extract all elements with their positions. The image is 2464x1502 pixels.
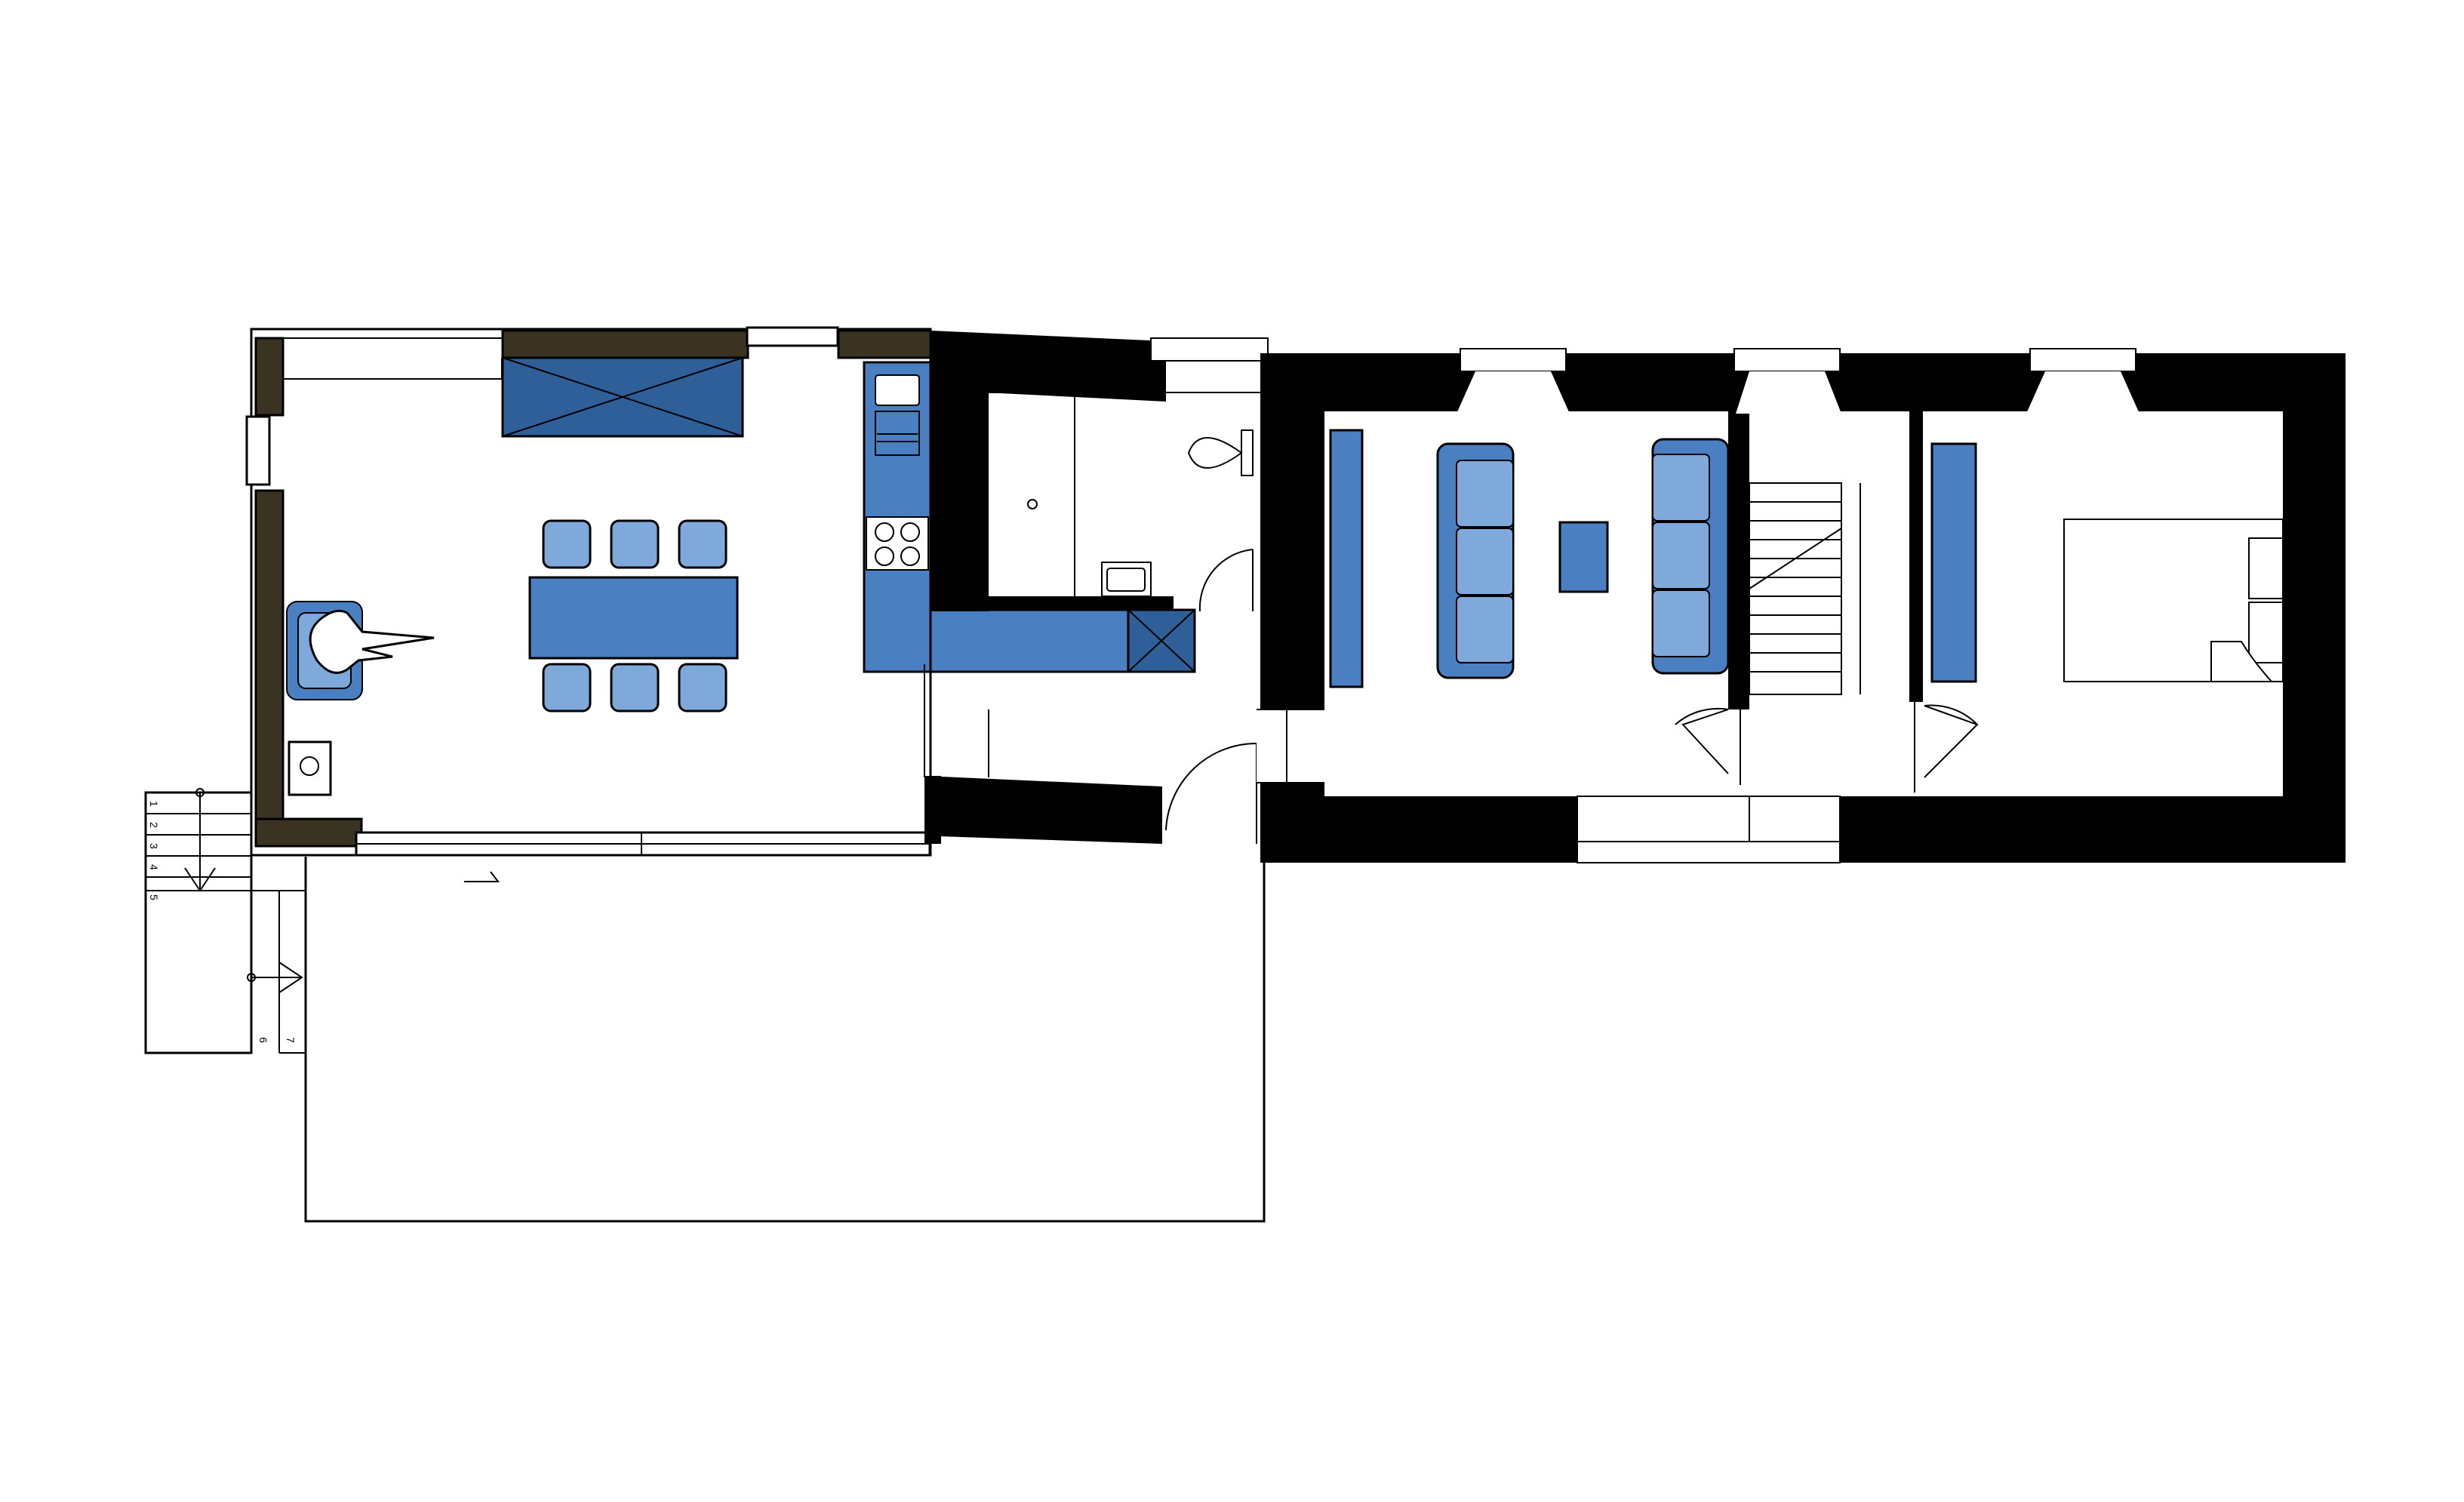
cooktop-icon xyxy=(866,516,929,571)
openings xyxy=(1257,702,1979,863)
kitchen-counter xyxy=(863,361,932,673)
step-label-2: 2 xyxy=(148,822,160,828)
bench xyxy=(1930,442,1977,683)
step-label-5: 5 xyxy=(148,894,160,900)
dining-chair xyxy=(678,519,728,569)
coffee-table xyxy=(1558,521,1609,593)
step-label-7: 7 xyxy=(285,1037,297,1043)
interior-stair xyxy=(1749,482,1861,695)
terrace-outline xyxy=(304,857,1266,1223)
living-room xyxy=(1329,429,1730,688)
step-label-4: 4 xyxy=(148,864,160,870)
bench xyxy=(1329,429,1364,688)
sink-icon xyxy=(875,374,920,406)
utility-counter xyxy=(929,608,1196,673)
dining-chair xyxy=(610,663,660,713)
core-walls xyxy=(924,331,1269,844)
stair-step-labels: 1 2 3 4 5 6 7 xyxy=(148,801,297,1043)
wood-stove xyxy=(288,740,332,796)
person-icon xyxy=(309,609,435,674)
dining-chair xyxy=(542,519,592,569)
armchair-with-person xyxy=(286,601,435,700)
dining-set xyxy=(528,519,739,713)
sideboard xyxy=(501,356,744,438)
bed xyxy=(2063,519,2284,682)
dining-chair xyxy=(542,663,592,713)
north-windows xyxy=(1457,348,2139,414)
sofa-right xyxy=(1651,438,1730,675)
sofa-left xyxy=(1436,442,1515,679)
bedroom xyxy=(1930,442,2284,683)
step-label-3: 3 xyxy=(148,843,160,849)
step-label-6: 6 xyxy=(257,1037,269,1043)
dining-table xyxy=(528,576,739,660)
exterior-stairs xyxy=(144,788,306,1054)
dining-chair xyxy=(678,663,728,713)
toilet-icon xyxy=(1187,429,1254,476)
dining-chair xyxy=(610,519,660,569)
step-label-1: 1 xyxy=(148,801,160,807)
